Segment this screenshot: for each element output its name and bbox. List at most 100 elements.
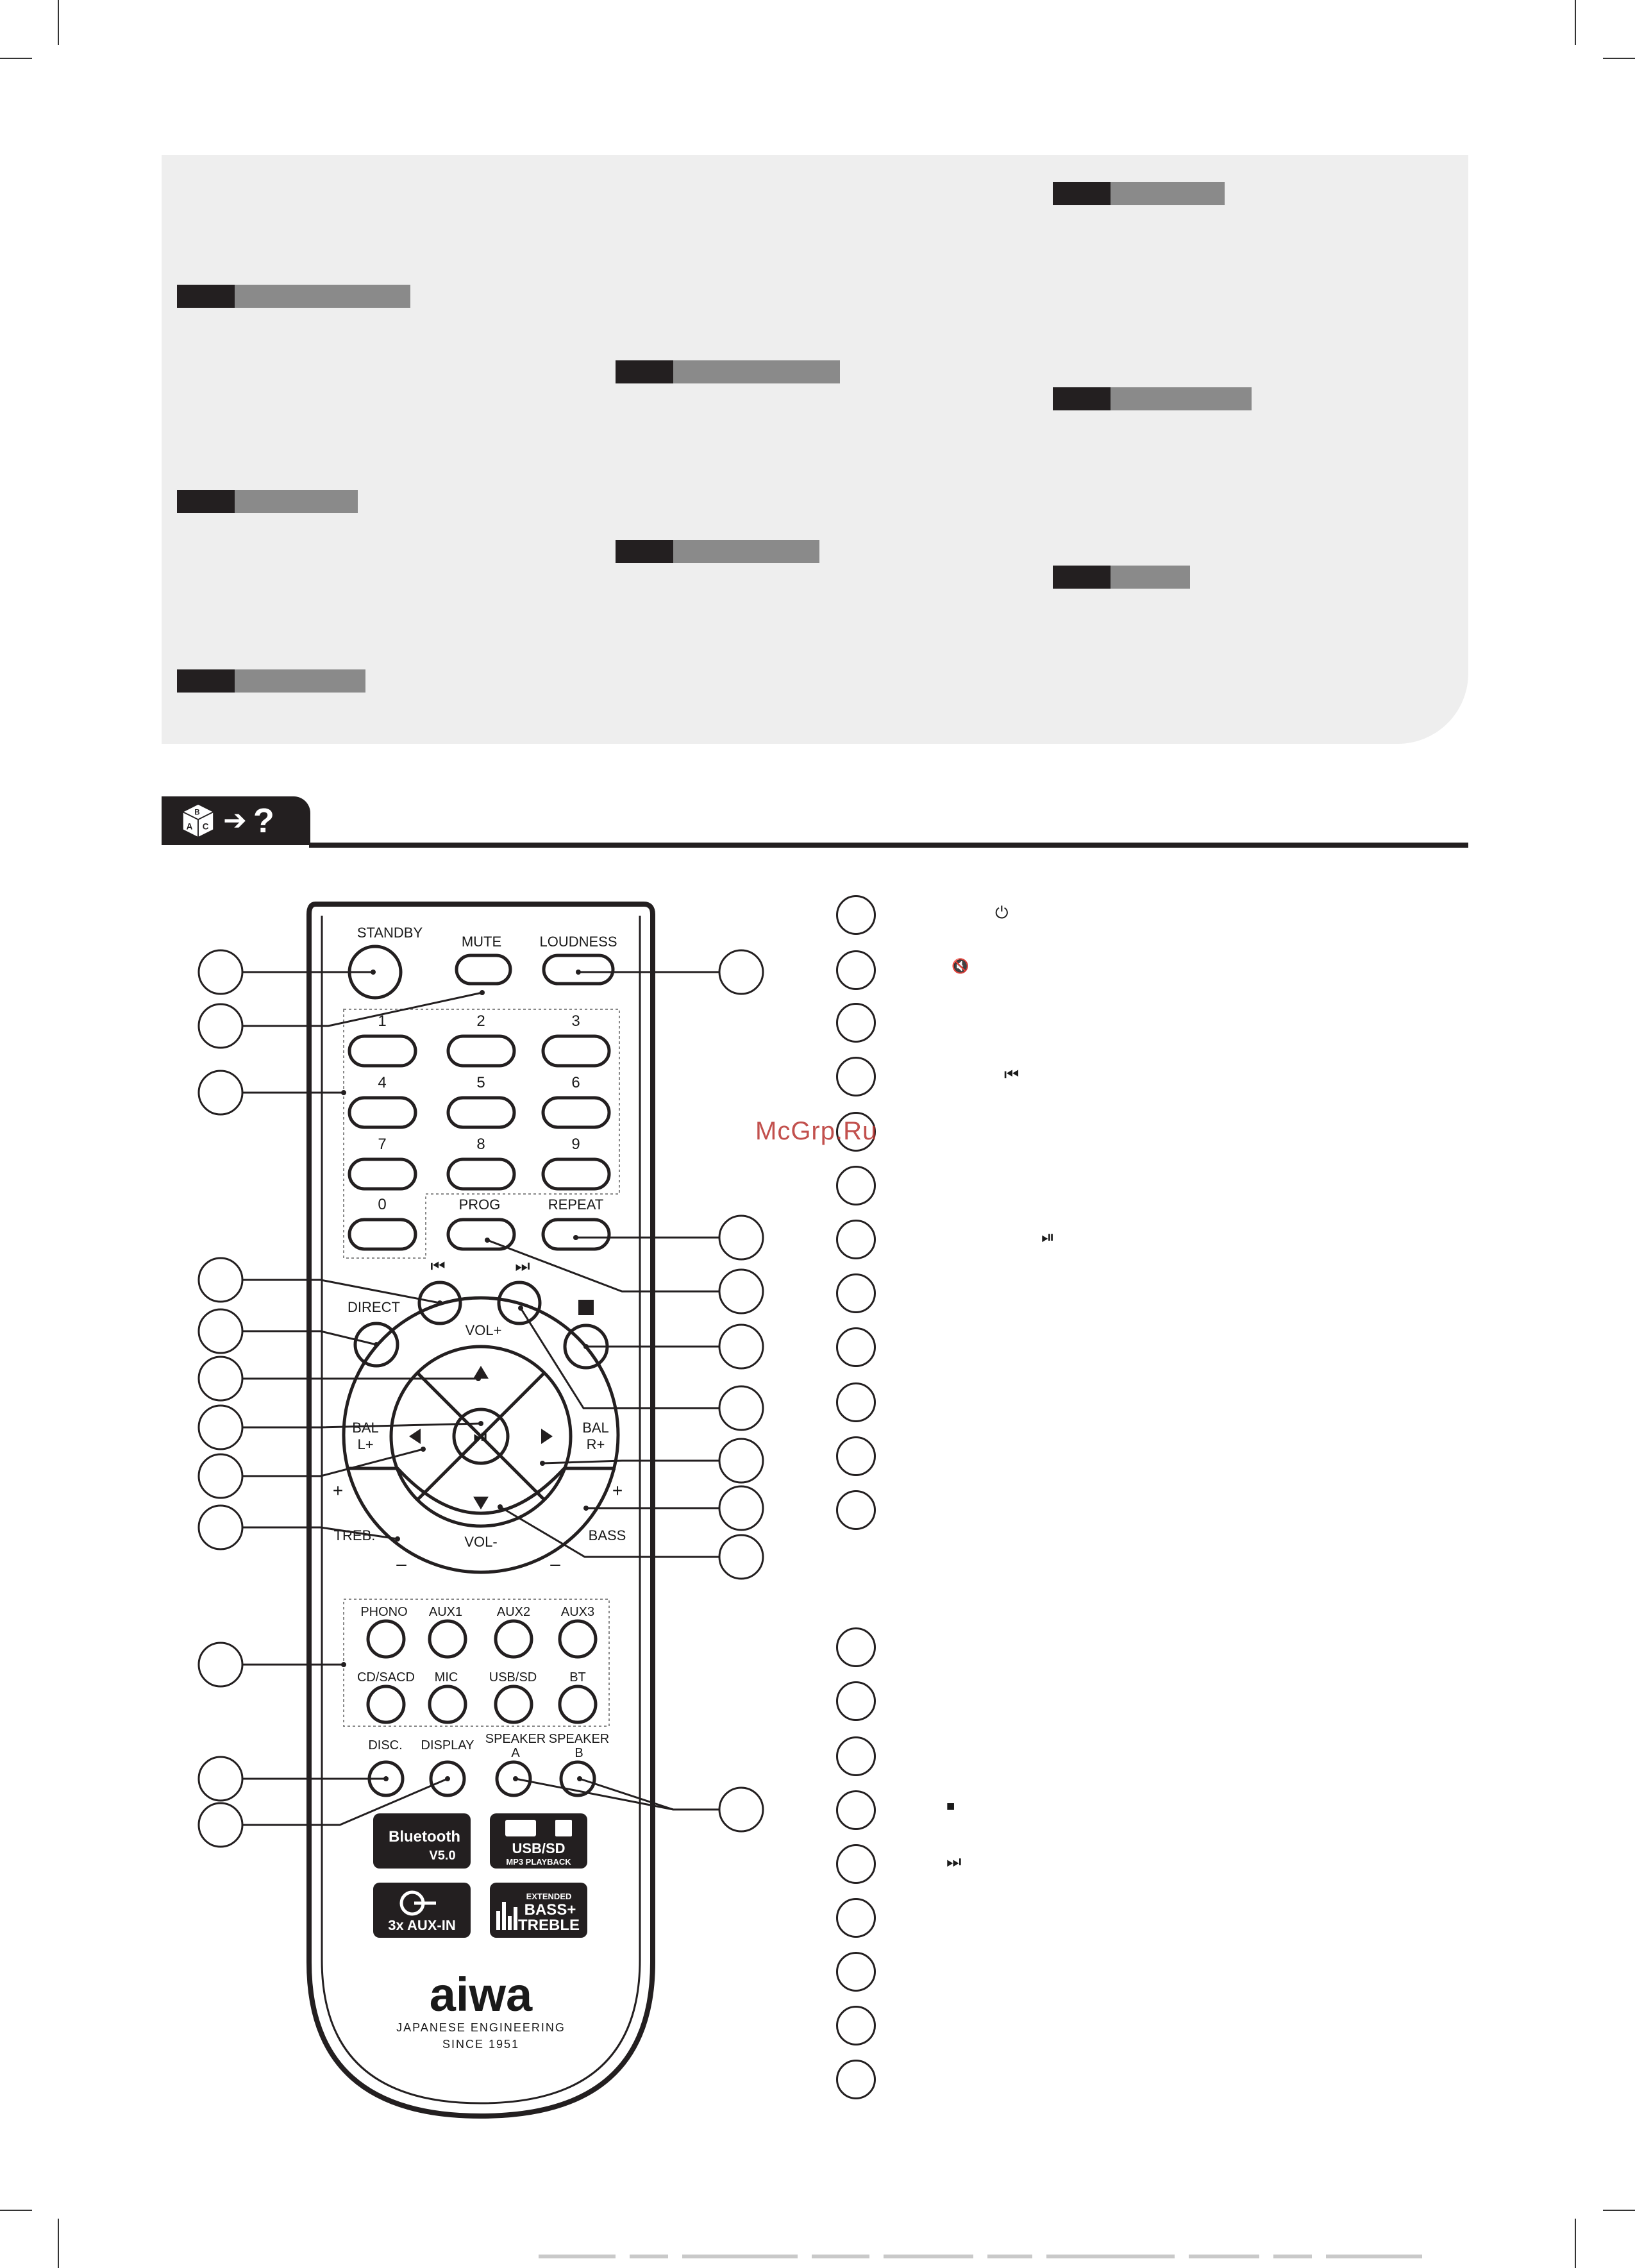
legend-number-circle [836,1490,876,1530]
digit-button[interactable] [541,1096,611,1129]
next-button[interactable] [497,1281,542,1325]
digit-label: 9 [571,1136,580,1153]
digit-button[interactable] [348,1218,417,1251]
digit-button[interactable] [541,1157,611,1191]
speaker-a-button[interactable] [495,1760,532,1797]
speaker-b-button[interactable] [559,1760,596,1797]
legend-item [836,1952,1221,1997]
mute-icon: 🔇 [952,958,969,974]
aux1-button[interactable] [428,1619,467,1659]
aux1-label: AUX1 [429,1605,462,1619]
mic-button[interactable] [428,1684,467,1724]
repeat-button[interactable] [541,1218,611,1251]
cd-sacd-button[interactable] [366,1684,406,1724]
legend-item [836,1166,1221,1211]
aux-badge-text: 3x AUX-IN [388,1917,456,1933]
legend-number-circle [836,1898,876,1938]
legend-item: ■ [836,1790,1221,1835]
heading-bar [616,540,819,563]
digit-button[interactable] [446,1157,516,1191]
digit-button[interactable] [446,1034,516,1068]
section-rule [309,843,1468,848]
legend-item [836,1681,1221,1726]
bal-right-label: BAL [582,1420,609,1436]
display-button[interactable] [429,1760,466,1797]
legend-item [836,1273,1221,1318]
crop-mark [1603,2210,1635,2211]
callout-circle [718,1214,764,1261]
aux3-button[interactable] [558,1619,598,1659]
prev-button[interactable] [417,1281,462,1325]
treb-plus: + [333,1481,343,1500]
digit-button[interactable] [446,1096,516,1129]
legend-number-circle [836,950,876,990]
bt-button[interactable] [558,1684,598,1724]
mute-button[interactable] [455,953,512,986]
callout-circle [718,949,764,995]
phono-label: PHONO [360,1605,407,1619]
callout-circle [197,1356,244,1402]
legend-item: ⏻ [836,895,1221,940]
question-icon: ? [253,802,274,840]
standby-label: STANDBY [357,925,423,941]
digit-button[interactable] [541,1034,611,1068]
aux2-button[interactable] [494,1619,533,1659]
stop-icon: ■ [946,1798,955,1814]
legend-number-circle [836,895,876,935]
direct-button[interactable] [353,1322,399,1368]
next-icon: ⏭ [946,1852,962,1871]
digit-button[interactable] [348,1034,417,1068]
callout-circle [718,1485,764,1531]
play-pause-button[interactable] [452,1407,510,1465]
abc-cube-icon: B A C [183,804,214,837]
prog-button[interactable] [446,1218,516,1251]
phono-button[interactable] [366,1619,406,1659]
digit-label: 3 [571,1012,580,1030]
bal-right-button[interactable] [541,1429,553,1444]
direct-label: DIRECT [348,1299,400,1315]
digit-label: 4 [378,1074,386,1091]
callout-circle [197,1756,244,1802]
disc-label: DISC. [368,1738,402,1752]
usb-badge-text: USB/SD [512,1840,565,1856]
bass-minus: – [550,1554,560,1574]
heading-bar [177,669,365,693]
digit-button[interactable] [348,1096,417,1129]
digit-button[interactable] [348,1157,417,1191]
bass-label: BASS [589,1527,626,1543]
play-pause-icon: ⏯ [1041,1227,1055,1247]
digit-label: 5 [476,1074,485,1091]
vol-down-button[interactable] [473,1497,489,1509]
digit-label: 2 [476,1012,485,1030]
footer-print-marks [539,2252,1539,2261]
callout-circle [197,1257,244,1303]
brand-tagline: JAPANESE ENGINEERING [396,2021,566,2034]
brand-since: SINCE 1951 [442,2038,519,2051]
vol-up-button[interactable] [473,1366,489,1379]
loudness-button[interactable] [542,953,615,986]
repeat-label: REPEAT [548,1197,603,1213]
display-label: DISPLAY [421,1738,474,1752]
nav-ring-outer [342,1296,620,1574]
callout-circle [197,1404,244,1450]
bluetooth-badge-text: Bluetooth [389,1828,460,1845]
callout-circle [197,1642,244,1688]
svg-text:B: B [194,808,199,816]
legend-item [836,1490,1221,1535]
legend-number-circle [836,1112,876,1152]
usb-sd-button[interactable] [494,1684,533,1724]
bal-left-label: L+ [357,1436,373,1452]
callout-circle [718,1323,764,1370]
legend-number-circle [836,1220,876,1259]
prev-symbol-icon: ⏮ [430,1256,445,1275]
sd-card-icon [555,1820,572,1836]
crop-mark [0,2210,32,2211]
bal-left-button[interactable] [409,1429,421,1444]
digit-label: 1 [378,1012,386,1030]
stop-symbol-icon [578,1300,594,1315]
legend-number-circle [836,1790,876,1830]
legend-item [836,1003,1221,1048]
legend-item [836,1898,1221,1943]
callout-circle [718,1534,764,1580]
